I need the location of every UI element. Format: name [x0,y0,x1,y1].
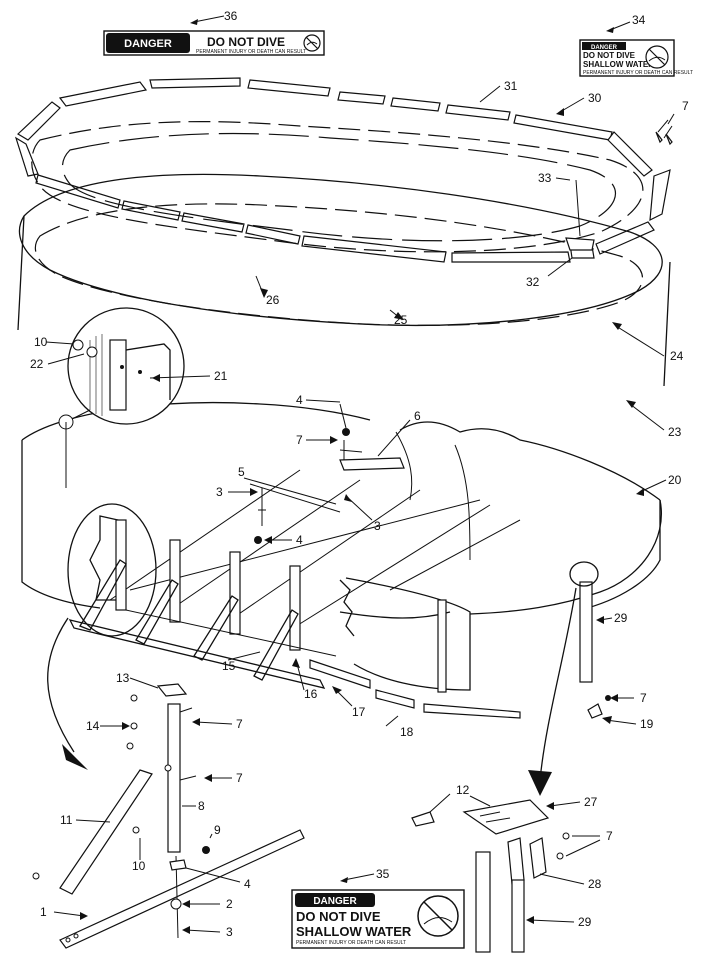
sign-36-text: DO NOT DIVE [207,35,285,49]
callout-35: 35 [376,867,390,881]
part-6-bracket [339,457,405,471]
sign-36-fine: PERMANENT INJURY OR DEATH CAN RESULT [196,49,306,55]
callout-10-bottom: 10 [132,859,146,873]
callout-6: 6 [414,409,421,423]
sign-34-line2: SHALLOW WATER [583,60,654,69]
callout-7-d: 7 [236,717,243,731]
sign-35-fine: PERMANENT INJURY OR DEATH CAN RESULT [296,940,406,946]
no-dive-icon [303,34,321,52]
callout-8: 8 [198,799,205,813]
callout-25: 25 [394,313,408,327]
sign-35-badge: DANGER [313,896,357,907]
part-12-clip [411,811,435,827]
part-28-bracket [507,837,525,885]
sign-36-badge: DANGER [124,38,172,50]
no-dive-icon [645,45,669,69]
callout-7-e: 7 [236,771,243,785]
curved-arrow-right [539,587,577,781]
callout-29-b: 29 [578,915,592,929]
callout-1: 1 [40,905,47,919]
sign-34-badge: DANGER [591,45,618,51]
callout-17: 17 [352,705,366,719]
callout-3-c: 3 [226,925,233,939]
part-32-cap [565,237,595,251]
callout-3-a: 3 [216,485,223,499]
callout-9: 9 [214,823,221,837]
top-rail-inner [61,132,617,242]
part-29-upright [475,851,491,953]
callout-14: 14 [86,719,100,733]
sign-34-line1: DO NOT DIVE [583,51,636,60]
sign-34-danger-shallow-water: DANGER DO NOT DIVE SHALLOW WATER PERMANE… [579,39,693,77]
callout-2: 2 [226,897,233,911]
callout-12: 12 [456,783,470,797]
callout-7-f: 7 [606,829,613,843]
liner-coping-ring [34,203,644,326]
callout-4-mid: 4 [296,533,303,547]
callout-4-bottom: 4 [244,877,251,891]
callout-18: 18 [400,725,414,739]
top-seat-ledge-ring [14,77,671,263]
callout-4-top: 4 [296,393,303,407]
callout-33: 33 [538,171,552,185]
part-13-plate [156,683,188,697]
callout-29-a: 29 [614,611,628,625]
callout-7-c: 7 [640,691,647,705]
callout-30: 30 [588,91,602,105]
callout-31: 31 [504,79,518,93]
callout-16: 16 [304,687,318,701]
callout-21: 21 [214,369,228,383]
part-8-upright [167,703,181,853]
callout-26: 26 [266,293,280,307]
detail-oval-right [569,561,599,587]
callout-19: 19 [640,717,654,731]
top-rail-ring [31,121,644,253]
detail-circle-upper [58,307,185,488]
sign-34-fine: PERMANENT INJURY OR DEATH CAN RESULT [583,70,693,76]
callout-28: 28 [588,877,602,891]
curved-arrow-left [47,617,75,753]
callout-24: 24 [670,349,684,363]
callout-10-top: 10 [34,335,48,349]
pool-wall-outline [17,215,671,387]
callout-34: 34 [632,13,646,27]
callout-20: 20 [668,473,682,487]
part-19-clip [587,703,603,719]
sign-35-line2: SHALLOW WATER [296,924,412,939]
wall-uprights-cutaway [68,515,521,719]
detail-oval-left [67,503,157,637]
callout-15: 15 [222,659,236,673]
callout-36: 36 [224,9,238,23]
callout-32: 32 [526,275,540,289]
callout-22: 22 [30,357,44,371]
sign-35-danger-shallow-water: DANGER DO NOT DIVE SHALLOW WATER PERMANE… [291,889,465,949]
sign-35-line1: DO NOT DIVE [296,909,381,924]
callout-5: 5 [238,465,245,479]
part-1-bottom-track [59,829,305,949]
callout-13: 13 [116,671,130,685]
callout-3-b: 3 [374,519,381,533]
liner-top-edge [18,173,663,327]
part-27-top-plate [462,799,550,835]
callout-11: 11 [60,813,73,827]
part-11-brace [59,769,153,895]
callout-23: 23 [668,425,682,439]
no-dive-icon [417,895,459,937]
callout-27: 27 [584,795,598,809]
upright-29 [579,581,593,683]
callout-7-a: 7 [296,433,303,447]
sign-36-danger-do-not-dive: DANGER DO NOT DIVE PERMANENT INJURY OR D… [103,30,325,56]
callout-7-b: 7 [682,99,689,113]
